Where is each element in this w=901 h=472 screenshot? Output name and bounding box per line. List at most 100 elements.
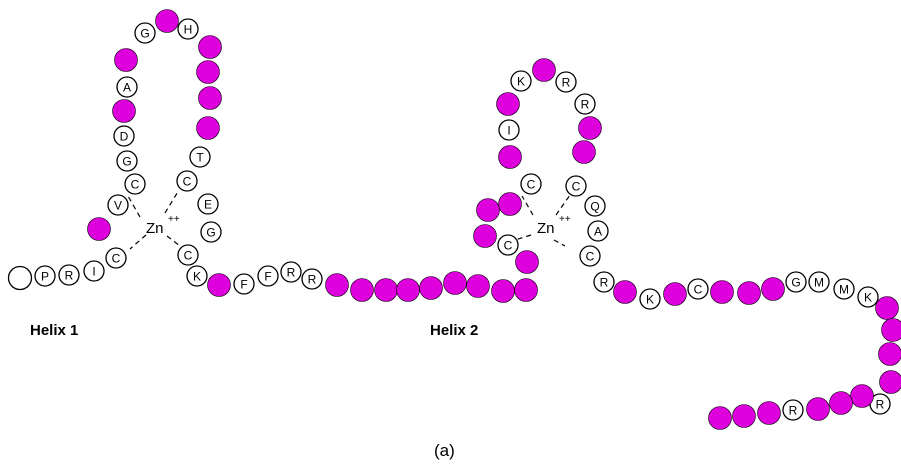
residue-letter: P <box>41 269 49 283</box>
residue-circle <box>116 76 138 98</box>
zinc-ion-2: Zn ++ <box>537 214 571 237</box>
residue: K <box>639 288 661 310</box>
residue-circle <box>579 245 601 267</box>
helix-residue-circle <box>396 278 420 302</box>
residue-letter: K <box>646 292 654 306</box>
helix-1-label: Helix 1 <box>30 322 79 339</box>
residue-letter: R <box>308 272 317 286</box>
helix-residue-circle <box>850 384 874 408</box>
residue-letter: G <box>140 26 149 40</box>
residue <box>396 278 420 302</box>
residue <box>737 281 761 305</box>
coordination-bond <box>521 195 534 216</box>
helix-residue-circle <box>491 279 515 303</box>
helix-residue-circle <box>737 281 761 305</box>
residue <box>515 250 539 274</box>
residue: C <box>105 247 127 269</box>
helix-residue-circle <box>350 278 374 302</box>
residue-letter: G <box>791 275 800 289</box>
helix-residue-circle <box>732 404 756 428</box>
residue-letter: R <box>65 268 74 282</box>
residue-letter: V <box>114 198 122 212</box>
helix-residue-circle <box>498 145 522 169</box>
residue <box>761 277 785 301</box>
residue <box>7 265 33 291</box>
residue-letter: C <box>504 238 513 252</box>
residue-circle <box>584 195 606 217</box>
residue <box>498 145 522 169</box>
residue <box>532 58 556 82</box>
helix-residue-circle <box>114 48 138 72</box>
helix-residue-circle <box>7 265 33 291</box>
residue-circle <box>280 261 302 283</box>
residue: M <box>833 278 855 300</box>
zinc-charge-2: ++ <box>559 214 571 225</box>
residue-letter: C <box>183 174 192 188</box>
zinc-coordination-lines <box>127 189 571 250</box>
residue: D <box>113 125 135 147</box>
residue-letter: H <box>184 22 193 36</box>
residue-circle <box>593 271 615 293</box>
residue-letter: M <box>814 275 824 289</box>
residue-circle <box>510 70 532 92</box>
residue-letter: D <box>120 129 129 143</box>
residue <box>196 60 220 84</box>
residue-circle <box>176 170 198 192</box>
helix-residue-circle <box>198 86 222 110</box>
residue-circle <box>782 399 804 421</box>
helix-residue-circle <box>761 277 785 301</box>
residue <box>850 384 874 408</box>
residue <box>613 280 637 304</box>
residue-letter: C <box>572 179 581 193</box>
residue-circle <box>116 150 138 172</box>
residue-circle <box>200 221 222 243</box>
residue-circle <box>497 234 519 256</box>
residue: A <box>116 76 138 98</box>
helix-residue-circle <box>572 140 596 164</box>
residue <box>325 273 349 297</box>
helix-residue-circle <box>879 370 901 394</box>
coordination-bond <box>129 234 147 250</box>
helix-residue-circle <box>466 274 490 298</box>
residue: Q <box>584 195 606 217</box>
residue-letter: R <box>789 403 798 417</box>
residue: V <box>107 194 129 216</box>
residue <box>879 370 901 394</box>
helix-2-label: Helix 2 <box>430 322 479 339</box>
residue-circle <box>587 220 609 242</box>
residue: E <box>197 193 219 215</box>
residue-letter: R <box>876 397 885 411</box>
residue-letter: I <box>92 264 95 278</box>
residue-letter: C <box>586 249 595 263</box>
residue <box>112 99 136 123</box>
residue <box>466 274 490 298</box>
residue-letter: G <box>122 154 131 168</box>
helix-residue-circle <box>196 116 220 140</box>
residue-letter: A <box>594 224 602 238</box>
residue-circle <box>639 288 661 310</box>
helix-residue-circle <box>708 406 732 430</box>
residue: F <box>233 273 255 295</box>
residue-circle <box>189 146 211 168</box>
coordination-bond <box>555 194 571 216</box>
residue: C <box>520 173 542 195</box>
residue <box>198 35 222 59</box>
residue <box>572 140 596 164</box>
residue <box>514 278 538 302</box>
residue <box>155 9 179 33</box>
zinc-ion-1: Zn ++ <box>146 214 180 237</box>
residue <box>498 192 522 216</box>
residue <box>419 276 443 300</box>
residue: K <box>510 70 532 92</box>
residue: C <box>565 175 587 197</box>
residue-circle <box>83 260 105 282</box>
residue <box>578 116 602 140</box>
helix-residue-circle <box>87 217 111 241</box>
figure-caption: (a) <box>434 441 455 460</box>
residue-circle <box>574 93 596 115</box>
residue: G <box>785 271 807 293</box>
residue-letter: R <box>581 97 590 111</box>
residue-circle <box>105 247 127 269</box>
residue-circle <box>565 175 587 197</box>
residue-letter: C <box>527 177 536 191</box>
